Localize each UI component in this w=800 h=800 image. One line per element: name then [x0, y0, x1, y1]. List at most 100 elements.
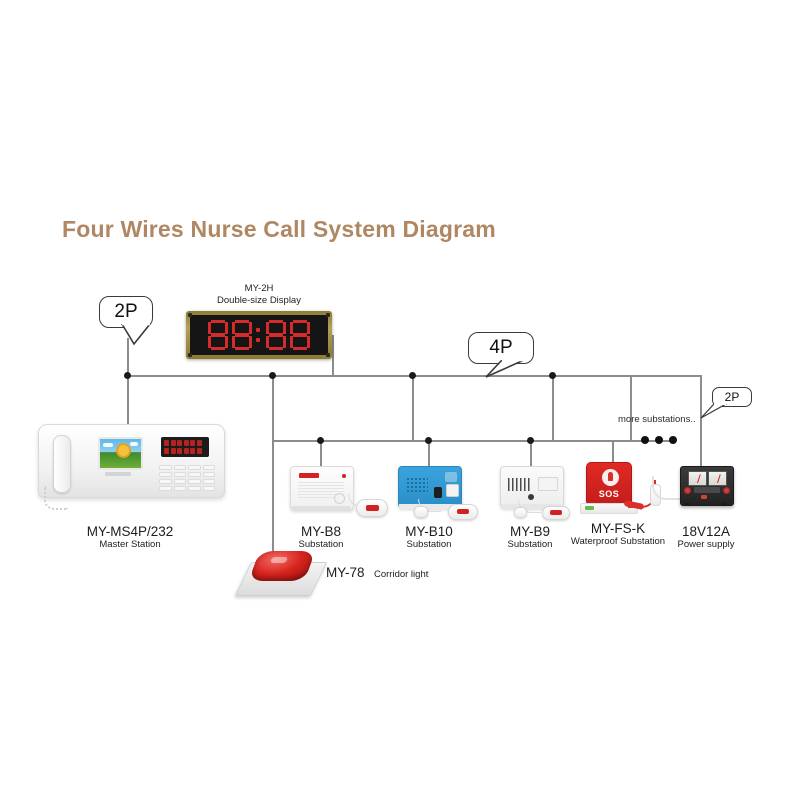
- psu-positive-terminal[interactable]: [723, 487, 730, 494]
- master-handset[interactable]: [53, 435, 71, 493]
- psu-negative-terminal[interactable]: [684, 487, 691, 494]
- my-2h-display: [186, 311, 332, 359]
- corridor-light-highlight: [269, 557, 289, 563]
- master-station-role: Master Station: [99, 539, 161, 550]
- junction-more: [549, 372, 556, 379]
- substation-b8-label: MY-B8 Substation: [281, 524, 361, 551]
- substation-b9-label: MY-B9 Substation: [490, 524, 570, 551]
- psu-foot-left: [685, 503, 690, 506]
- master-station-device: [38, 424, 225, 510]
- b10-jack-socket[interactable]: [434, 487, 442, 498]
- fsk-sos-text: SOS: [598, 489, 620, 499]
- master-station-model: MY-MS4P/232: [86, 524, 174, 539]
- junction-left: [124, 372, 131, 379]
- b8-status-led: [342, 474, 346, 478]
- ellipsis-dot-3: [669, 436, 677, 444]
- b10-speaker-grille: [406, 477, 428, 492]
- callout-2p-left-label: 2P: [114, 301, 138, 322]
- psu-chassis: [680, 466, 734, 506]
- wire-drop-more-bus: [630, 375, 632, 441]
- junction-b8: [269, 372, 276, 379]
- b8-alarm-led: [299, 473, 319, 478]
- b9-handset[interactable]: [514, 507, 527, 518]
- wire-drop-b8-bus: [272, 375, 274, 441]
- b10-role: Substation: [406, 539, 452, 550]
- display-digit-3: [266, 320, 286, 350]
- wire-corridor-light-feed: [272, 440, 274, 552]
- b8-base: [292, 506, 350, 510]
- display-screen: [190, 315, 328, 355]
- b9-call-button-key[interactable]: [550, 510, 562, 515]
- wire-b10-feed: [428, 440, 430, 466]
- psu-role: Power supply: [677, 539, 735, 550]
- fsk-role: Waterproof Substation: [570, 536, 666, 547]
- callout-4p-middle[interactable]: 4P: [468, 332, 534, 364]
- b8-call-button[interactable]: [356, 499, 388, 517]
- wire-drop-display: [332, 335, 334, 375]
- psu-output-cable: [652, 476, 682, 500]
- corridor-light-model: MY-78: [326, 565, 365, 580]
- psu-model: 18V12A: [681, 524, 731, 539]
- b10-call-button[interactable]: [448, 504, 478, 520]
- callout-4p-label: 4P: [489, 337, 513, 358]
- b8-call-button-key[interactable]: [366, 505, 379, 511]
- fsk-panel[interactable]: SOS: [586, 462, 632, 506]
- b9-speaker-grille: [508, 478, 532, 491]
- b10-call-button-key[interactable]: [457, 509, 469, 514]
- b9-label-plate: [538, 477, 558, 491]
- b9-call-button[interactable]: [542, 506, 570, 520]
- wire-sub-bus: [272, 440, 672, 442]
- master-handset-cord: [44, 486, 68, 510]
- corridor-light-label: MY-78 Corridor light: [326, 564, 456, 582]
- master-station-body: [38, 424, 225, 498]
- junction-b8-feed: [317, 437, 324, 444]
- callout-2p-right-label: 2P: [724, 390, 740, 404]
- display-digit-1: [208, 320, 228, 350]
- psu-power-switch[interactable]: [701, 495, 707, 499]
- callout-2p-left-tail: [121, 324, 152, 346]
- callout-2p-right[interactable]: 2P: [712, 387, 752, 407]
- psu-voltmeter: [688, 471, 707, 486]
- corridor-light-role: Corridor light: [373, 569, 429, 580]
- master-lcd-screen: [98, 437, 143, 470]
- wire-b9-feed: [530, 440, 532, 466]
- b8-volume-knob[interactable]: [334, 493, 345, 504]
- b10-reset-button[interactable]: [446, 484, 459, 497]
- wire-right-vertical: [700, 375, 702, 469]
- display-caption: MY-2H Double-size Display: [209, 283, 309, 306]
- substation-b9-device: [500, 466, 600, 520]
- ellipsis-dot-2: [655, 436, 663, 444]
- lcd-sunflower-icon: [118, 445, 129, 456]
- display-digit-4: [290, 320, 310, 350]
- fsk-status-led: [585, 506, 594, 510]
- wire-fsk-feed: [612, 440, 614, 466]
- substation-b10-device: [398, 466, 498, 520]
- more-substations-label: more substations..: [618, 414, 696, 425]
- b10-handset[interactable]: [414, 506, 428, 518]
- page-title: Four Wires Nurse Call System Diagram: [62, 216, 496, 242]
- substation-fsk-label: MY-FS-K Waterproof Substation: [563, 521, 673, 548]
- master-station-label: MY-MS4P/232 Master Station: [60, 524, 200, 551]
- display-model: MY-2H: [244, 283, 274, 294]
- psu-control-strip: [694, 487, 720, 493]
- hand-press-finger: [608, 472, 613, 481]
- display-description: Double-size Display: [217, 294, 301, 306]
- master-brand-mark: [105, 472, 131, 476]
- corridor-light-device: [234, 548, 329, 596]
- b9-model: MY-B9: [509, 524, 551, 539]
- psu-foot-right: [722, 503, 727, 506]
- ellipsis-dot-1: [641, 436, 649, 444]
- substation-b8-device: [290, 466, 390, 517]
- b10-nurse-icon: [445, 472, 457, 482]
- b8-speaker-grille: [298, 482, 344, 500]
- wire-drop-b9-bus: [552, 375, 554, 441]
- b8-role: Substation: [298, 539, 344, 550]
- b9-jack-socket[interactable]: [528, 494, 534, 500]
- master-keypad[interactable]: [159, 465, 215, 491]
- callout-4p-tail: [485, 360, 524, 378]
- callout-2p-left[interactable]: 2P: [99, 296, 153, 328]
- fsk-model: MY-FS-K: [590, 521, 646, 536]
- junction-b9: [409, 372, 416, 379]
- wire-b8-feed: [320, 440, 322, 466]
